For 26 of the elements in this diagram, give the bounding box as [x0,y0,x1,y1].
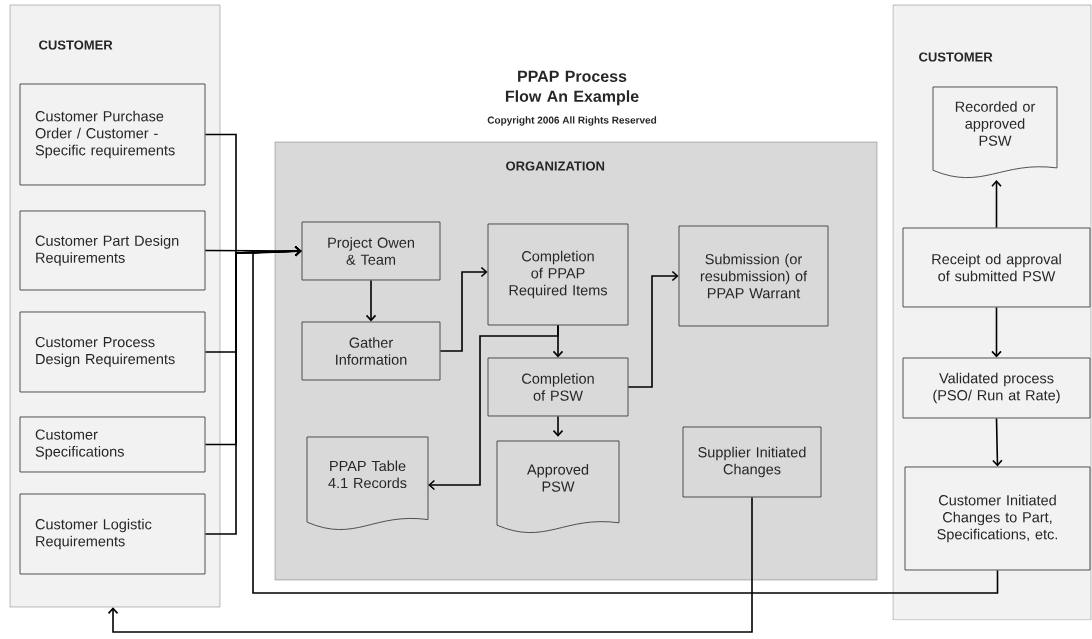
process-box: Project Owen & Team [301,221,441,281]
process-box: Customer Initiated Changes to Part, Specifications, etc. [904,466,1091,571]
connector-arrow [252,245,999,594]
process-box: Supplier Initiated Changes [682,426,822,498]
connector-arrow [627,270,679,388]
connector-arrow [439,266,488,352]
process-box: Customer Logistic Requirements [19,493,206,575]
connector-arrow [428,324,559,491]
title: PPAP Process Flow An Example [505,70,639,106]
connector-arrow [991,306,1002,358]
connector-arrow [992,417,1003,467]
connector-arrow [552,415,564,437]
process-box: Gather Information [301,321,441,381]
connector-arrow [107,496,753,633]
process-box: Customer Purchase Order / Customer -Specific requirements [19,83,206,186]
process-box: Validated process (PSO/ Run at Rate) [902,357,1091,419]
process-box: Submission (or resubmission) of PPAP Warrant [678,225,829,327]
copyright-note: Copyright 2006 All Rights Reserved [487,116,657,126]
connector-arrow [991,180,1002,229]
process-box: Customer Process Design Requirements [19,311,206,393]
process-box: Customer Specifications [19,416,206,473]
process-box: Completion of PSW [487,357,629,417]
process-box: Customer Part Design Requirements [19,210,206,291]
process-box: Receipt od approval of submitted PSW [902,227,1091,308]
process-box: Completion of PPAP Required Items [487,223,629,326]
connector-arrow [365,279,377,322]
